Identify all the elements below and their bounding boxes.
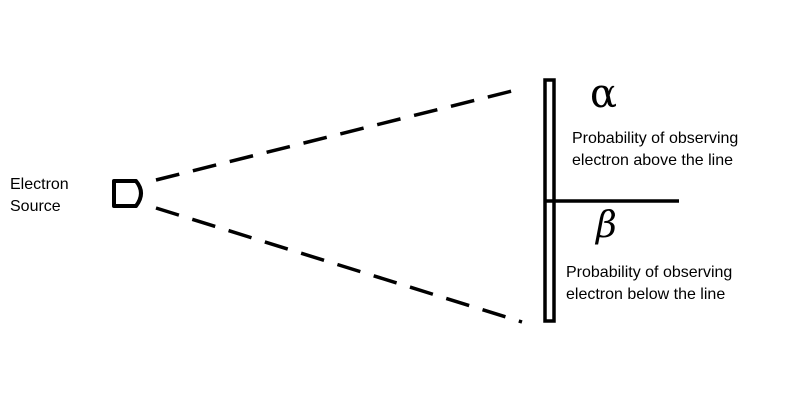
- electron-source-label-line2: Source: [10, 198, 61, 215]
- electron-source-label: Electron Source: [10, 174, 69, 218]
- beta-symbol: β: [596, 205, 617, 246]
- above-probability-line2: electron above the line: [572, 152, 733, 169]
- below-probability-label: Probability of observing electron below …: [566, 262, 732, 306]
- upper-beam-line: [155, 86, 525, 182]
- below-probability-line2: electron below the line: [566, 286, 726, 303]
- above-probability-label: Probability of observing electron above …: [572, 128, 738, 172]
- below-probability-line1: Probability of observing: [566, 264, 733, 281]
- above-probability-line1: Probability of observing: [572, 130, 739, 147]
- electron-source-label-line1: Electron: [10, 176, 69, 193]
- lower-beam-line: [155, 206, 523, 324]
- alpha-symbol: α: [590, 71, 618, 117]
- electron-source-icon: [112, 179, 143, 208]
